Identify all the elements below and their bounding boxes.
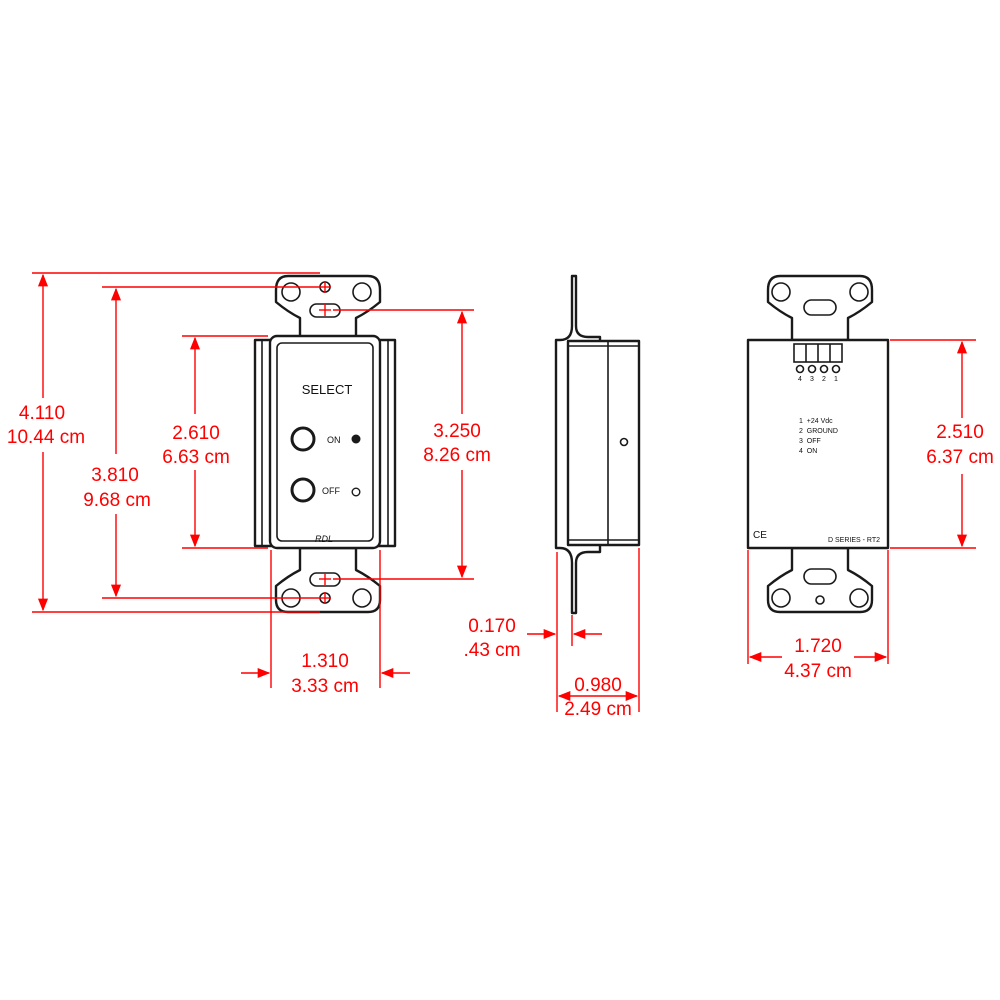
side-screw-hole (619, 437, 629, 447)
top-right-screw-hole (352, 282, 372, 302)
back-bottom-center-hole (815, 595, 825, 605)
side-view (554, 274, 641, 615)
terminal-number: 2 (822, 376, 826, 383)
dim-1310-cm: 3.33 cm (291, 676, 359, 697)
pinout-line: 3 OFF (799, 438, 821, 445)
dim-3810-cm: 9.68 cm (83, 490, 151, 511)
dim-2610-inch: 2.610 (172, 423, 220, 444)
dim-3250-cm: 8.26 cm (423, 445, 491, 466)
dim-1720-inch: 1.720 (794, 636, 842, 657)
back-view: 4 3 2 1 1 +24 Vdc 2 GROUND 3 OFF 4 ON CE… (746, 274, 890, 614)
on-button[interactable] (290, 426, 316, 452)
center-hole-markers (319, 281, 331, 604)
off-button[interactable] (290, 477, 316, 503)
dim-0170-inch: 0.170 (468, 616, 516, 637)
select-label: SELECT (302, 382, 353, 397)
dim-3810-inch: 3.810 (91, 465, 139, 486)
back-top-left-hole (771, 282, 791, 302)
model-label: D SERIES - RT2 (828, 537, 880, 544)
pinout-line: 1 +24 Vdc (799, 418, 833, 425)
terminal-number: 3 (810, 376, 814, 383)
ce-mark: CE (753, 530, 767, 541)
on-label: ON (327, 435, 341, 445)
dim-1310-inch: 1.310 (301, 651, 349, 672)
front-view: SELECT ON OFF RDL (253, 274, 397, 614)
rdl-logo: RDL (315, 534, 333, 544)
back-dimension-labels: 2.510 6.37 cm 1.720 4.37 cm (784, 422, 994, 682)
back-top-right-hole (849, 282, 869, 302)
front-faceplate (268, 334, 382, 550)
dim-4110-inch: 4.110 (19, 403, 65, 424)
dim-1720-cm: 4.37 cm (784, 661, 852, 682)
back-dimensions (747, 339, 976, 664)
faceplate-inner-edge (276, 342, 374, 542)
pinout-line: 4 ON (799, 448, 817, 455)
dim-4110-cm: 10.44 cm (7, 427, 85, 448)
front-dimensions (32, 272, 474, 688)
dim-0980-cm: 2.49 cm (564, 699, 632, 720)
back-bottom-left-hole (771, 588, 791, 608)
bottom-right-screw-hole (352, 588, 372, 608)
off-label: OFF (322, 486, 340, 496)
terminal-block (793, 343, 843, 374)
back-bottom-slot (803, 568, 837, 585)
back-bottom-right-hole (849, 588, 869, 608)
side-dimension-labels: 0.170 .43 cm 0.980 2.49 cm (463, 616, 631, 720)
side-dimensions (527, 548, 640, 712)
off-led-indicator (351, 487, 361, 497)
pinout-line: 2 GROUND (799, 428, 838, 435)
dim-3250-inch: 3.250 (433, 421, 481, 442)
terminal-number: 4 (798, 376, 802, 383)
side-back-box (566, 339, 641, 547)
front-dimension-labels: 4.110 10.44 cm 3.810 9.68 cm 2.610 6.63 … (7, 403, 491, 697)
dim-2510-inch: 2.510 (936, 422, 984, 443)
dim-0980-inch: 0.980 (574, 675, 622, 696)
top-left-screw-hole (281, 282, 301, 302)
terminal-number: 1 (834, 376, 838, 383)
on-led-indicator (351, 434, 361, 444)
back-box (746, 338, 890, 550)
dim-2510-cm: 6.37 cm (926, 447, 994, 468)
dim-2610-cm: 6.63 cm (162, 447, 230, 468)
dim-0170-cm: .43 cm (463, 640, 520, 661)
back-top-slot (803, 299, 837, 316)
